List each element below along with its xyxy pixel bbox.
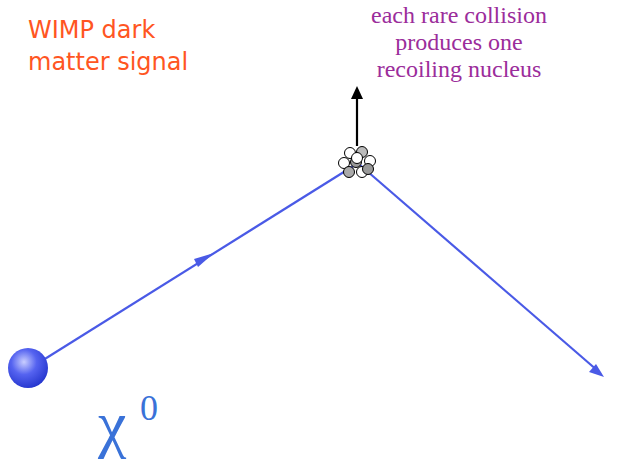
recoil-arrow [356,98,358,146]
recoil-arrowhead [351,86,363,99]
signal-title: WIMP dark matter signal [28,14,228,78]
collision-note: each rare collision produces one recoili… [352,2,566,83]
nucleus [339,147,376,178]
outgoing-track [360,165,598,371]
track-arrowhead [589,364,604,377]
wimp-particle [8,348,48,388]
incoming-track [40,165,355,362]
direction-arrowhead [194,253,214,267]
particle-superscript: 0 [140,388,170,428]
